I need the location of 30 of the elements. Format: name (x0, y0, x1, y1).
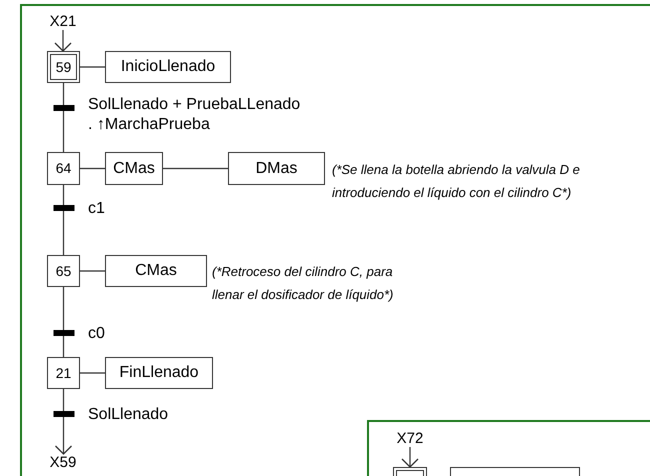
comment-note: (*Retroceso del cilindro C, para llenar el dosificador de líquido*) (212, 263, 394, 304)
action-box: CMas (105, 255, 207, 287)
action-box: InicioLlenado (105, 51, 231, 83)
step-box: 64 (47, 152, 80, 185)
transition-condition: c1 (88, 199, 106, 219)
action-box: DMas (228, 152, 325, 185)
initial-step-box: 59 (47, 51, 80, 83)
frame-border (20, 4, 650, 476)
action-box: CMas (105, 152, 163, 185)
transition-condition: SolLlenado (88, 405, 170, 425)
transition-condition: c0 (88, 324, 106, 344)
transition-condition: SolLlenado + PruebaLLenado . ↑MarchaPrueba (88, 95, 302, 135)
step-reference: X59 (47, 454, 79, 471)
link-line (62, 83, 64, 152)
link-line (80, 372, 105, 374)
arrow (54, 389, 72, 455)
link-line (62, 287, 64, 357)
step-reference: X72 (393, 430, 427, 447)
step-box: 65 (47, 255, 80, 287)
comment-note: (*Se llena la botella abriendo la valvula D e introduciendo el líquido con el cilindro C*) (332, 161, 581, 202)
step-reference: X21 (47, 13, 79, 30)
arrow (54, 30, 72, 52)
action-box: FinLlenado (105, 357, 213, 389)
arrow (401, 447, 419, 468)
link-line (80, 66, 105, 68)
link-line (80, 270, 105, 272)
link-line (163, 168, 228, 170)
step-box: 21 (47, 357, 80, 389)
link-line (62, 185, 64, 255)
link-line (80, 168, 105, 170)
